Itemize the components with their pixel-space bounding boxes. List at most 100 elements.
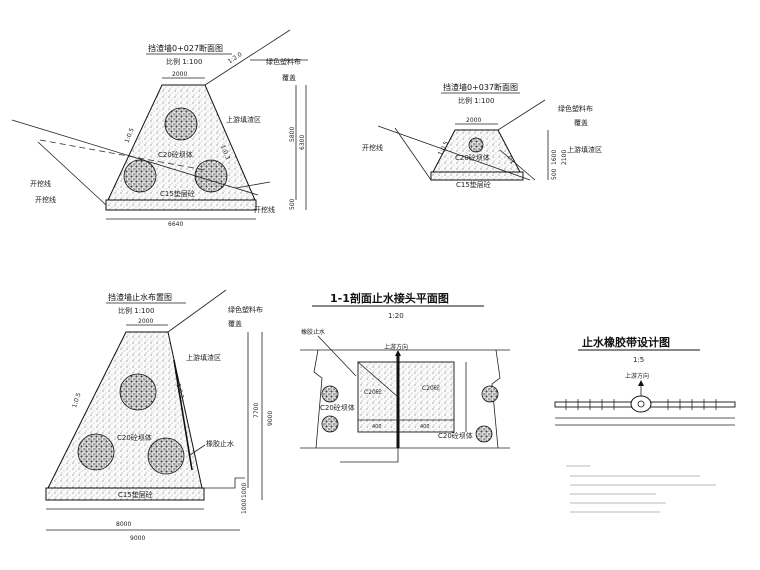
plan-c20-small-1: C20砼 [364, 388, 382, 396]
sec1-backfill: 覆盖 [282, 73, 296, 82]
sec3-cushion: C15垫层砼 [118, 490, 153, 499]
plan-bottom-leader [340, 448, 399, 463]
sec3-waterstop-strip [173, 359, 193, 471]
sec1-slope-left: 1:0.5 [124, 127, 136, 144]
sec2-dim-top: 2000 [466, 117, 481, 124]
sec1-excavation-line-b [39, 139, 206, 171]
sec3-scale: 比例 1:100 [118, 306, 154, 315]
sec2-concrete: C20砼坝体 [455, 153, 490, 162]
sec1-scale: 比例 1:100 [166, 57, 202, 66]
plan-dim-1: 400 [372, 424, 382, 430]
sec3-dim-top: 2000 [138, 318, 153, 325]
sec1-slope-fill: 1:2.0 [227, 51, 244, 65]
plan-joint-block [357, 361, 455, 433]
sec1-excavation-line-a [11, 119, 259, 196]
sec2-cushion-layer [430, 171, 524, 181]
sec3-dim-h3: 1000 [241, 483, 248, 498]
plan-title: 1-1剖面止水接头平面图 [330, 291, 449, 305]
sec1-dim-h2: 6300 [299, 135, 306, 150]
plan-upstream-arrow-head [395, 350, 401, 356]
sec2-backfill: 覆盖 [574, 118, 588, 127]
sec3-rock-1 [119, 373, 157, 411]
sec3-dim-b1: 8000 [116, 521, 131, 528]
strip-ribs [565, 399, 717, 410]
sec1-geotextile: 绿色塑料布 [266, 57, 301, 66]
plan-concrete-right: C20砼坝体 [438, 431, 473, 440]
sec3-dim-b2: 9000 [130, 535, 145, 542]
strip-center-hole [637, 400, 645, 408]
strip-scale: 1:5 [633, 356, 644, 364]
plan-upstream: 上游方向 [384, 343, 408, 351]
sec2-geotextile: 绿色塑料布 [558, 104, 593, 113]
sec1-dim-h3: 500 [289, 198, 296, 210]
sec1-rock-3 [194, 159, 228, 193]
sec1-excavation-3: 开挖线 [254, 205, 275, 214]
plan-rock-3 [481, 385, 499, 403]
sec2-cushion: C15垫层砼 [456, 180, 491, 189]
sec2-dim-h2: 2100 [561, 150, 568, 165]
plan-waterstop-leader [317, 335, 357, 377]
sec1-fill-slope [204, 29, 291, 86]
sec1-dim-top: 2000 [172, 71, 187, 78]
sec3-dim-h1: 7700 [253, 403, 260, 418]
sec1-dim-h1: 5800 [289, 127, 296, 142]
sec2-fill-slope [497, 99, 546, 131]
sec3-fill-slope [167, 289, 227, 333]
sec3-backfill: 覆盖 [228, 319, 242, 328]
sec1-excavation-1: 开挖线 [30, 179, 51, 188]
sec3-geotextile: 绿色塑料布 [228, 305, 263, 314]
plan-scale: 1:20 [388, 312, 404, 320]
sec3-concrete: C20砼坝体 [117, 433, 152, 442]
sec1-rock-2 [123, 159, 157, 193]
strip-title: 止水橡胶带设计图 [582, 335, 670, 349]
sec3-rock-3 [147, 437, 185, 475]
sec2-rock [468, 137, 484, 153]
sec1-dim-bottom: 6640 [168, 221, 183, 228]
sec1-excavation-line-c [37, 141, 107, 206]
sec3-base-step [204, 477, 245, 489]
sec2-title: 挡渣墙0+037断面图 [443, 82, 518, 92]
sec1-rock-1 [164, 107, 198, 141]
section-0-027: 挡渣墙0+027断面图 比例 1:100 绿色塑料布 覆盖 1:2.0 上游填渣… [11, 29, 308, 228]
sec2-excavation-line-b [394, 127, 432, 181]
plan-dim-2: 400 [420, 424, 430, 430]
sec3-dim-h2: 9000 [267, 411, 274, 426]
sec3-dim-h4: 1000 [241, 499, 248, 514]
plan-diagonal-left [357, 361, 399, 398]
sec1-title: 挡渣墙0+027断面图 [148, 43, 223, 53]
section-waterstop: 挡渣墙止水布置图 比例 1:100 绿色塑料布 覆盖 上游填渣区 2000 C2… [45, 289, 274, 542]
sec1-excavation-2: 开挖线 [35, 195, 56, 204]
rubber-strip-design: 止水橡胶带设计图 1:5 上游方向 [554, 335, 736, 513]
sec2-dim-h1: 1600 [551, 150, 558, 165]
sec2-dim-h3: 500 [551, 168, 558, 180]
sec2-excavation: 开挖线 [362, 143, 383, 152]
sec3-upstream-zone: 上游填渣区 [186, 353, 221, 362]
plan-c20-small-2: C20砼 [422, 384, 440, 392]
sec3-title: 挡渣墙止水布置图 [108, 292, 172, 302]
sec2-excavation-line-a [377, 125, 531, 181]
strip-notes [566, 465, 716, 513]
sec3-waterstop: 橡胶止水 [206, 439, 234, 448]
sec1-cushion: C15垫层砼 [160, 189, 195, 198]
plan-rock-2 [321, 415, 339, 433]
plan-break-left [313, 349, 323, 449]
plan-break-right [491, 349, 501, 449]
sec3-rock-2 [77, 433, 115, 471]
sec2-upstream-zone: 上游填渣区 [567, 145, 602, 154]
section-0-037: 挡渣墙0+037断面图 比例 1:100 2000 绿色塑料布 覆盖 上游填渣区… [362, 82, 602, 189]
sec1-excavation-line-d [235, 181, 271, 189]
sec2-scale: 比例 1:100 [458, 96, 494, 105]
strip-upstream: 上游方向 [625, 372, 649, 380]
sec2-excavation-line-c [499, 149, 536, 181]
sec1-concrete: C20砼坝体 [158, 150, 193, 159]
plan-rock-4 [475, 425, 493, 443]
sec3-waterstop-leader [189, 444, 206, 456]
sec3-cushion-layer [45, 487, 205, 501]
plan-rock-1 [321, 385, 339, 403]
plan-1-1: 1-1剖面止水接头平面图 1:20 上游方向 橡胶止水 C20砼坝体 C20砼坝… [300, 291, 510, 463]
sec1-cushion-layer [105, 199, 257, 211]
sec1-upstream-zone: 上游填渣区 [226, 115, 261, 124]
sec3-slope-left: 1:0.5 [71, 392, 82, 409]
strip-upstream-arrow-head [638, 380, 644, 386]
